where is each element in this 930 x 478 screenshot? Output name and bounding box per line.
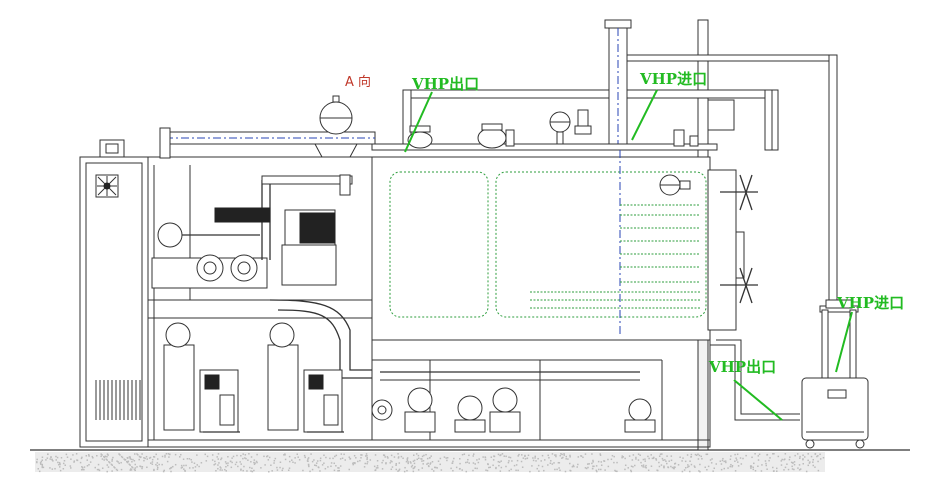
vacuum-pump-assembly [151, 174, 372, 379]
pump-icon [371, 399, 393, 421]
hinge-icon [720, 267, 758, 304]
valve-icon [574, 109, 592, 135]
compressor [163, 322, 240, 433]
control-cabinet [79, 139, 149, 448]
wheel-icon [855, 439, 865, 449]
pump-icon [454, 395, 486, 433]
drying-chamber [371, 150, 745, 341]
label-direction-a: A 向 [345, 74, 371, 90]
pump-icon [489, 387, 521, 433]
pump-icon [624, 398, 656, 433]
valve-icon [407, 125, 433, 149]
vent-grille-icon [95, 380, 141, 420]
fan-icon [95, 174, 119, 198]
wheel-icon [805, 439, 815, 449]
label-vhp-inlet-top: VHP进口 [639, 70, 707, 88]
vhp-generator [801, 299, 869, 449]
hinge-icon [720, 174, 758, 211]
shelves [530, 204, 700, 309]
top-piping [159, 19, 838, 421]
handle-icon [825, 299, 853, 309]
valve-icon [659, 174, 691, 196]
valve-icon [549, 111, 571, 145]
label-vhp-outlet-top: VHP出口 [411, 75, 479, 93]
label-vhp-inlet-generator: VHP进口 [836, 294, 904, 312]
valve-icon [673, 129, 699, 147]
callout-lines [404, 89, 853, 421]
compressor [267, 322, 344, 433]
label-vhp-outlet-generator: VHP出口 [708, 358, 776, 376]
ground [30, 449, 910, 473]
pump-icon [404, 387, 436, 433]
valve-icon [477, 123, 515, 149]
